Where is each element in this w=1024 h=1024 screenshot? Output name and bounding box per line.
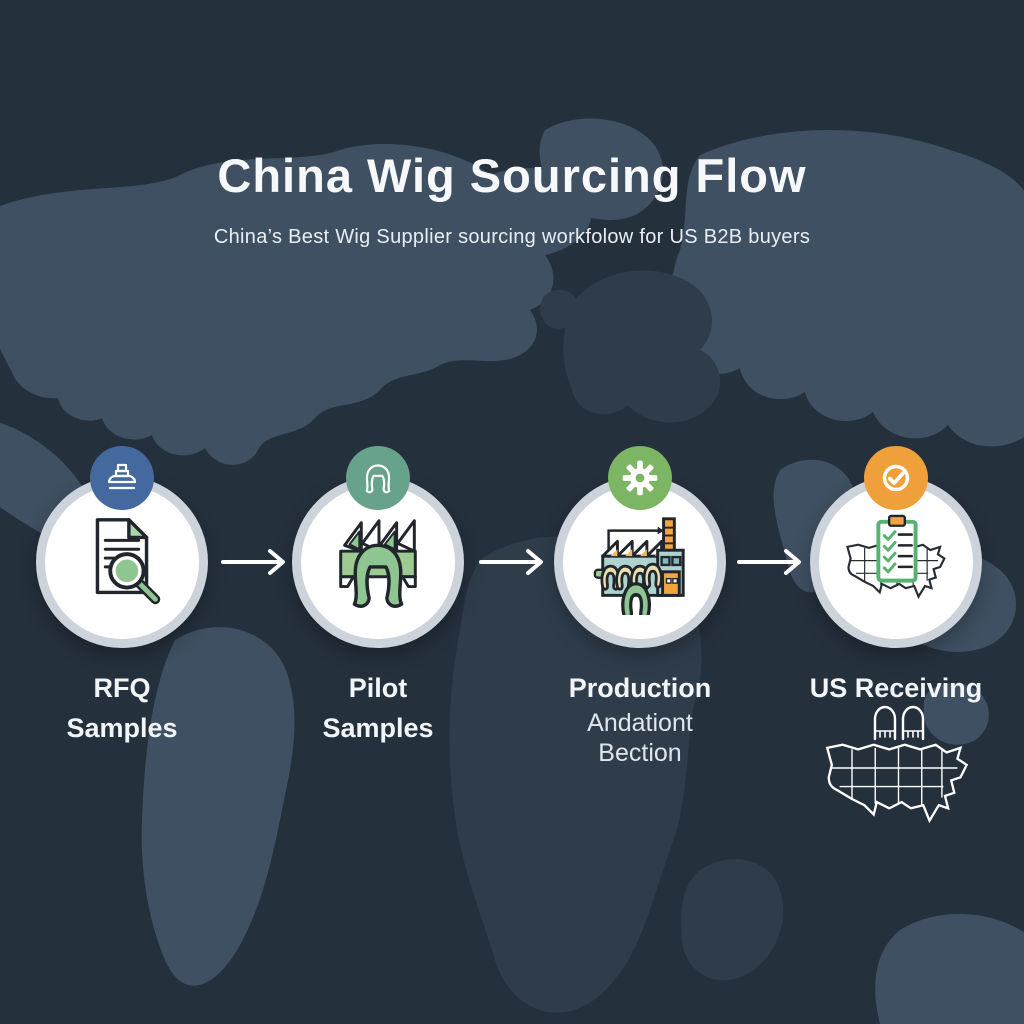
step-label: Samples	[66, 713, 178, 743]
step-circle	[292, 476, 464, 648]
stamp-badge	[90, 446, 154, 510]
wig-badge	[346, 446, 410, 510]
flow-arrow-icon	[479, 549, 543, 575]
flow-arrow-icon	[221, 549, 285, 575]
step-label: Samples	[322, 713, 434, 743]
flow-arrow-icon	[737, 549, 801, 575]
step-us-receiving: US Receiving	[786, 446, 1006, 708]
pilot-wig-display-icon	[339, 519, 417, 608]
step-label: RFQ	[93, 673, 151, 703]
world-map-land-dark	[449, 270, 784, 1013]
stamp-icon	[107, 463, 137, 490]
us-clipboard-checklist-map-icon	[846, 514, 946, 598]
step-sublabel: Andationt	[587, 709, 693, 737]
rfq-document-magnifier-icon	[95, 518, 161, 605]
page-subtitle: China’s Best Wig Supplier sourcing workf…	[213, 226, 811, 248]
step-label: Pilot	[348, 673, 408, 703]
production-factory-icon	[593, 517, 685, 615]
gear-icon	[622, 460, 658, 496]
step-pilot-samples: Pilot Samples	[268, 446, 488, 748]
step-label: Production	[568, 673, 712, 703]
check-icon	[882, 464, 910, 492]
us-map-with-wigs-icon	[826, 705, 968, 822]
step-rfq-samples: RFQ Samples	[12, 446, 232, 748]
gear-badge	[608, 446, 672, 510]
step-label: US Receiving	[809, 673, 983, 703]
wig-outline-icon	[365, 464, 391, 494]
check-badge	[864, 446, 928, 510]
step-sublabel: Bection	[598, 739, 682, 767]
page-title: China Wig Sourcing Flow	[217, 149, 807, 202]
step-production: Production Andationt Bection	[530, 446, 750, 768]
